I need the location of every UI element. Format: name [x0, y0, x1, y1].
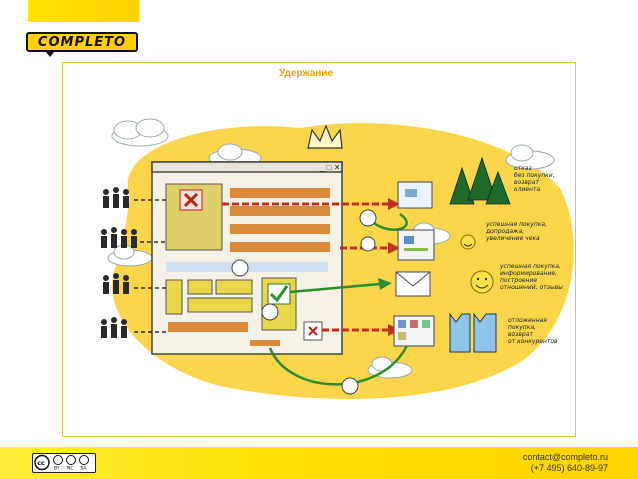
small-x-icon [308, 326, 318, 336]
customer-group-icon [103, 273, 129, 294]
logo-text: COMPLETO [37, 34, 127, 50]
note-line: успешная покупка, [485, 221, 547, 228]
svg-text:успешная покупка,: успешная покупка, [499, 263, 561, 270]
customer-group-icon [103, 187, 129, 208]
sharealike-icon [79, 455, 89, 465]
license-label: NC [67, 466, 74, 472]
browser-window-icon [397, 181, 433, 209]
attribution-icon [53, 455, 63, 465]
svg-text:отложенная: отложенная [508, 317, 547, 324]
retention-funnel-illustration: _ □ ✕ [101, 118, 574, 400]
svg-text:отказ: отказ [514, 165, 532, 172]
footer-band [0, 447, 638, 479]
license-label: BY [54, 466, 60, 472]
note-line: отложенная [508, 317, 547, 324]
customer-group-icon [101, 317, 127, 338]
forest-icon [449, 156, 511, 205]
web-page-icon [397, 229, 435, 261]
logo-pointer [46, 52, 54, 57]
note-line: возврат [514, 179, 539, 186]
completo-logo: COMPLETO [26, 32, 138, 52]
crown-icon [307, 124, 343, 149]
svg-text:возврат: возврат [508, 331, 533, 338]
close-x-icon [183, 192, 199, 208]
arrow-head-icon [378, 278, 392, 290]
contact-email[interactable]: contact@completo.ru [522, 452, 608, 462]
svg-text:клиента: клиента [514, 186, 540, 193]
contact-block: contact@completo.ru (+7 495) 640-89-97 [523, 452, 608, 474]
contact-phone: (+7 495) 640-89-97 [530, 463, 608, 473]
cloud-icon [107, 244, 153, 267]
arrow-head-icon [388, 198, 400, 210]
svg-text:увеличение чека: увеличение чека [485, 235, 540, 242]
note-line: отношений, отзывы [500, 284, 563, 291]
note-line: информирование, [500, 270, 557, 277]
svg-text:без покупки,: без покупки, [514, 172, 555, 179]
outcome-notes: отказ без покупки, возврат клиента успеш… [485, 165, 563, 345]
window-controls-icon: _ □ ✕ [319, 163, 340, 172]
customer-group-icon [101, 227, 137, 248]
svg-text:построение: построение [500, 277, 537, 284]
competitor-characters-icon [449, 312, 497, 353]
website-window: _ □ ✕ [151, 161, 343, 355]
note-line: построение [500, 277, 537, 284]
svg-text:от конкурентов: от конкурентов [508, 338, 558, 345]
cc-icon [34, 454, 50, 471]
svg-text:cc: cc [37, 459, 45, 467]
note-line: от конкурентов [508, 338, 558, 345]
svg-text:покупка,: покупка, [508, 324, 536, 331]
smiley-icon [460, 234, 476, 250]
note-line: отказ [514, 165, 532, 172]
noncommercial-icon [66, 455, 76, 465]
cloud-icon [111, 118, 169, 147]
note-line: покупка, [508, 324, 536, 331]
checkmark-icon [269, 285, 289, 303]
retention-arrow-green [268, 212, 412, 386]
top-brand-band [28, 0, 139, 22]
note-line: клиента [514, 186, 540, 193]
note-line: допродажа, [485, 228, 524, 235]
customer-flow-arrows [134, 199, 166, 333]
svg-text:возврат: возврат [514, 179, 539, 186]
svg-text:успешная покупка,: успешная покупка, [485, 221, 547, 228]
retention-badge-icon [231, 209, 377, 395]
catalog-grid-icon [393, 315, 435, 347]
svg-text:допродажа,: допродажа, [485, 228, 524, 235]
note-line: успешная покупка, [499, 263, 561, 270]
creative-commons-badge: cc BY NC SA [32, 453, 96, 473]
slide-title: Удержание [279, 68, 333, 79]
note-line: возврат [508, 331, 533, 338]
cloud-icon [505, 144, 555, 170]
license-label: SA [81, 466, 88, 472]
note-line: увеличение чека [485, 235, 540, 242]
smiley-icon [470, 270, 494, 294]
svg-text:отношений, отзывы: отношений, отзывы [500, 284, 563, 291]
email-icon [395, 271, 431, 297]
slide-frame [62, 62, 576, 437]
note-line: без покупки, [514, 172, 555, 179]
arrow-head-icon [388, 242, 400, 254]
svg-text:информирование,: информирование, [500, 270, 557, 277]
